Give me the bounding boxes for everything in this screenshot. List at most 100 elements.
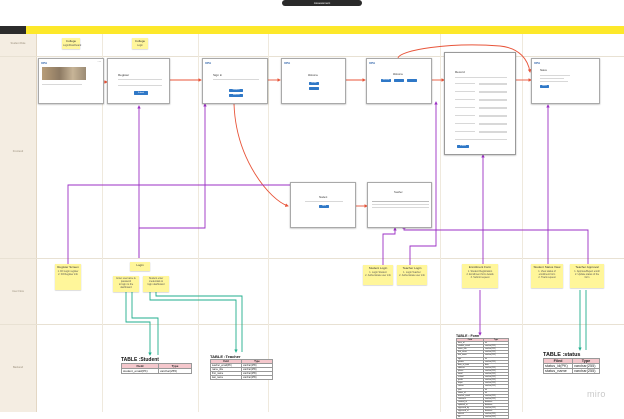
table-cell: status_name [543, 368, 573, 374]
frame-status-screen[interactable]: UPA Status Back [531, 58, 600, 104]
input-line[interactable] [118, 79, 162, 80]
form-line [455, 77, 507, 78]
column-divider [198, 34, 199, 412]
student-button[interactable]: Student [229, 89, 243, 92]
text-line [305, 201, 343, 202]
form-input[interactable] [479, 131, 507, 133]
arrow-login-student-table [125, 290, 152, 356]
form-input[interactable] [479, 99, 507, 101]
frame-student-page[interactable]: Student Next [290, 182, 356, 228]
text-line [540, 81, 568, 82]
tab-button[interactable] [394, 79, 404, 82]
logo: UPA [284, 61, 291, 65]
column-divider [268, 34, 269, 412]
arrow-login-student-table-b [131, 290, 159, 355]
review-button[interactable]: Review [381, 79, 391, 82]
top-toolbar [0, 0, 624, 14]
arrow-login-teacher-table [149, 290, 238, 353]
table-row: student_email(PK) varchar(255) [121, 368, 192, 374]
sticky-register-screen[interactable]: Register Screen 1. Fill Login register 2… [55, 264, 81, 290]
lane-label-student-role: Student Role [10, 42, 26, 45]
frame-teacher-page[interactable]: Teacher [367, 182, 432, 228]
sticky-student-status-view[interactable]: Student Status View 1. View status of en… [531, 264, 563, 288]
sticky-login[interactable]: Login [130, 262, 150, 271]
arrow-login-signin [138, 103, 207, 258]
student-page-title: Student [319, 196, 328, 199]
back-button[interactable]: Back [540, 85, 549, 88]
frame-dashboard[interactable]: UPA Welcome Enroll [281, 58, 346, 104]
header-yellow-bar [26, 26, 624, 34]
table-student: TABLE :Student Field Type student_email(… [121, 357, 192, 374]
enroll-button[interactable]: Enroll [309, 82, 319, 85]
lane-label-frontend: Frontend [12, 150, 24, 153]
form-input[interactable] [479, 91, 507, 93]
arrow-studentlogin [382, 227, 397, 265]
logo: UPA [369, 61, 376, 65]
dashboard-title: Welcome [308, 74, 318, 77]
frame-signin-page[interactable]: UPA Sign in Student Teacher [202, 58, 268, 104]
miro-watermark: miro [587, 389, 606, 399]
text-line [540, 78, 564, 79]
arrow-teacher-approval [402, 225, 589, 264]
nav-links: ▪ ▪ ▪ [97, 61, 101, 63]
frame-home-page[interactable]: UPA ▪ ▪ ▪ [38, 58, 104, 104]
input-line[interactable] [213, 79, 259, 80]
form-line [455, 139, 507, 140]
input-line[interactable] [118, 85, 162, 86]
frame-record-form[interactable]: Record Submit [444, 52, 516, 155]
form-input[interactable] [479, 83, 507, 85]
sticky-college-dashboard[interactable]: College Login/Dashboard [62, 38, 82, 49]
table-form-title: TABLE : Form [456, 334, 480, 338]
form-input[interactable] [479, 123, 507, 125]
arrow-register-frontend [67, 184, 302, 264]
record-submit-button[interactable]: Submit [457, 145, 469, 148]
sticky-teacher-login[interactable]: Teacher Login 1. Login Teacher 2. Authen… [397, 265, 427, 285]
sticky-enrollment-form[interactable]: Enrollment Form 1. Student Registration … [462, 264, 498, 288]
sticky-student-login[interactable]: Student Login 1. Login Student 2. Authen… [363, 265, 393, 285]
lane-label-backend: Backend [12, 366, 24, 369]
table-cell: file [456, 415, 484, 419]
sticky-login-note-a[interactable]: Enter username & password to login to th… [113, 276, 139, 292]
column-header: Type [483, 337, 509, 343]
teacher-dashboard-title: Welcome [393, 73, 403, 76]
frame-register-page[interactable]: Register Submit [107, 58, 170, 104]
board-title[interactable]: Assessment [282, 0, 362, 6]
column-divider [102, 34, 103, 412]
lane-label-user-flow: User Flow [12, 290, 24, 293]
arrow-login-teacher-table-b [155, 290, 243, 352]
teacher-button[interactable]: Teacher [229, 94, 243, 97]
table-teacher: TABLE :Teacher Field Type teacher_email(… [210, 354, 273, 380]
form-label [455, 131, 475, 132]
logo: UPA [534, 61, 541, 65]
frame-teacher-dashboard[interactable]: UPA Welcome Review [366, 58, 432, 104]
submit-button[interactable]: Submit [134, 91, 148, 95]
table-row[interactable] [372, 204, 429, 205]
lane-divider [0, 324, 624, 325]
form-input[interactable] [479, 107, 507, 109]
form-label [455, 107, 475, 108]
lane-divider [0, 56, 624, 57]
table-teacher-title: TABLE :Teacher [210, 354, 241, 359]
form-input[interactable] [479, 115, 507, 117]
form-label [455, 91, 475, 92]
column-divider [522, 34, 523, 412]
form-label [455, 99, 475, 100]
form-label [455, 83, 475, 84]
action-button[interactable] [309, 87, 319, 90]
sticky-college-login[interactable]: College Login [132, 38, 148, 49]
table-status: TABLE :status Filed Type status_id(PK)va… [543, 352, 600, 374]
next-button[interactable]: Next [319, 205, 329, 208]
table-cell: student_email(PK) [121, 368, 159, 374]
table-cell: varchar(255) [572, 368, 600, 374]
sticky-login-note-b[interactable]: Student enter credentials to login dashb… [143, 276, 169, 292]
table-row[interactable] [372, 207, 429, 208]
table-header [372, 201, 429, 202]
text-line [42, 84, 82, 85]
sticky-teacher-approval[interactable]: Teacher Approval 1. Approve/Reject enrol… [570, 264, 604, 288]
tab-button[interactable] [407, 79, 417, 82]
form-label [455, 115, 475, 116]
header-dark-strip [0, 26, 26, 34]
